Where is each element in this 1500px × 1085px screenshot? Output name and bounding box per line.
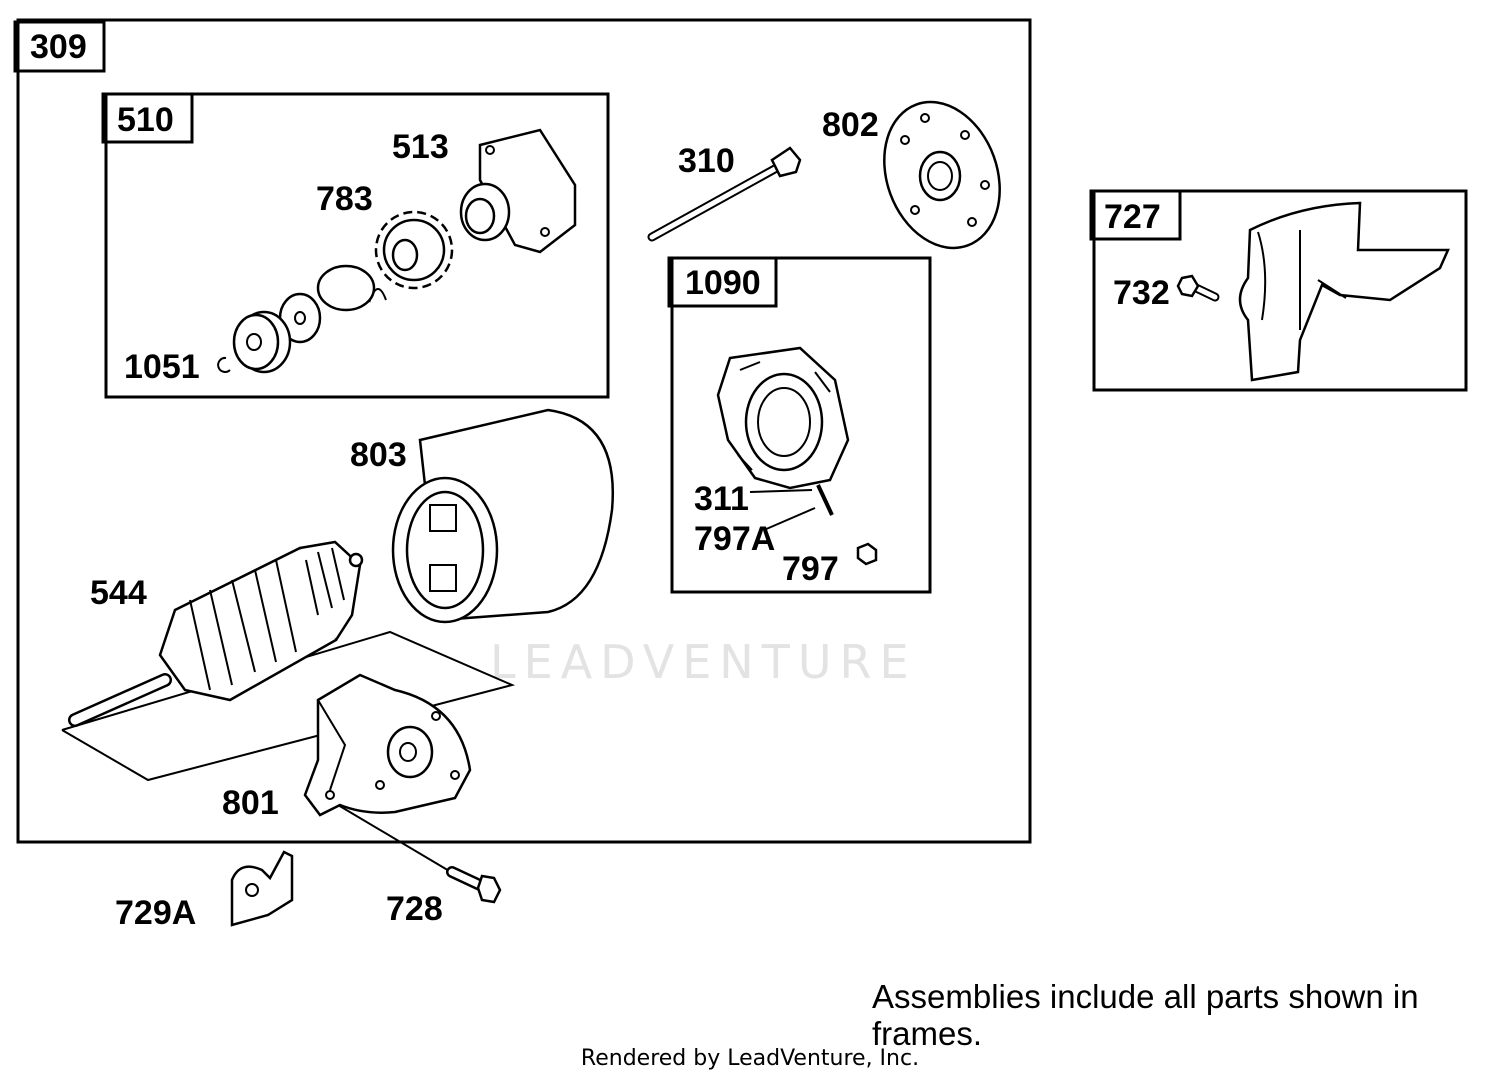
- label-732: 732: [1113, 274, 1170, 312]
- assemblies-note: Assemblies include all parts shown in fr…: [872, 978, 1419, 1052]
- label-802: 802: [822, 106, 879, 144]
- frame-727-label: 727: [1104, 198, 1161, 236]
- leader-797A: [763, 507, 816, 531]
- label-797: 797: [782, 550, 839, 588]
- part-spring: [316, 264, 387, 312]
- part-803-field-housing: [391, 408, 615, 624]
- frame-510-label: 510: [117, 101, 174, 139]
- part-797-nut: [856, 542, 878, 566]
- frame-510: [104, 92, 610, 399]
- part-1090-brush-holder: [716, 346, 850, 490]
- frame-510-tag: [101, 92, 194, 144]
- label-729A: 729A: [115, 894, 196, 932]
- label-801: 801: [222, 784, 279, 822]
- label-1051: 1051: [124, 348, 200, 386]
- watermark: LEADVENTURE: [490, 635, 917, 689]
- part-802-end-plate: [883, 100, 1001, 250]
- frame-727-tag: [1089, 189, 1182, 241]
- label-513: 513: [392, 128, 449, 166]
- frame-309-label: 309: [30, 28, 87, 66]
- part-544-armature: [61, 540, 516, 782]
- part-513-drive-housing: [459, 128, 577, 254]
- part-collar: [232, 310, 292, 374]
- part-311-terminal: [749, 484, 834, 516]
- part-310-through-bolt: [647, 146, 802, 242]
- part-washer-hole: [294, 311, 306, 325]
- label-803: 803: [350, 436, 407, 474]
- frame-1090-tag: [667, 256, 778, 308]
- frame-1090: [670, 256, 932, 594]
- part-1051-clip: [217, 356, 231, 373]
- frame-309: [16, 18, 1032, 844]
- frame-1090-label: 1090: [685, 264, 761, 302]
- part-729A-clip: [230, 850, 294, 927]
- part-727-shield: [1238, 201, 1450, 382]
- part-728-bolt: [446, 866, 502, 904]
- render-credit: Rendered by LeadVenture, Inc.: [580, 1046, 920, 1071]
- part-783-pinion-gear: [374, 210, 454, 290]
- label-311: 311: [694, 480, 749, 518]
- part-801-bracket: [303, 673, 472, 817]
- label-310: 310: [678, 142, 735, 180]
- label-544: 544: [90, 574, 147, 612]
- part-732-screw: [1176, 274, 1220, 302]
- leader-728: [337, 804, 457, 876]
- label-728: 728: [386, 890, 443, 928]
- label-783: 783: [316, 180, 373, 218]
- frame-309-tag: [13, 20, 106, 73]
- frame-727: [1092, 189, 1468, 392]
- label-797A: 797A: [694, 520, 775, 558]
